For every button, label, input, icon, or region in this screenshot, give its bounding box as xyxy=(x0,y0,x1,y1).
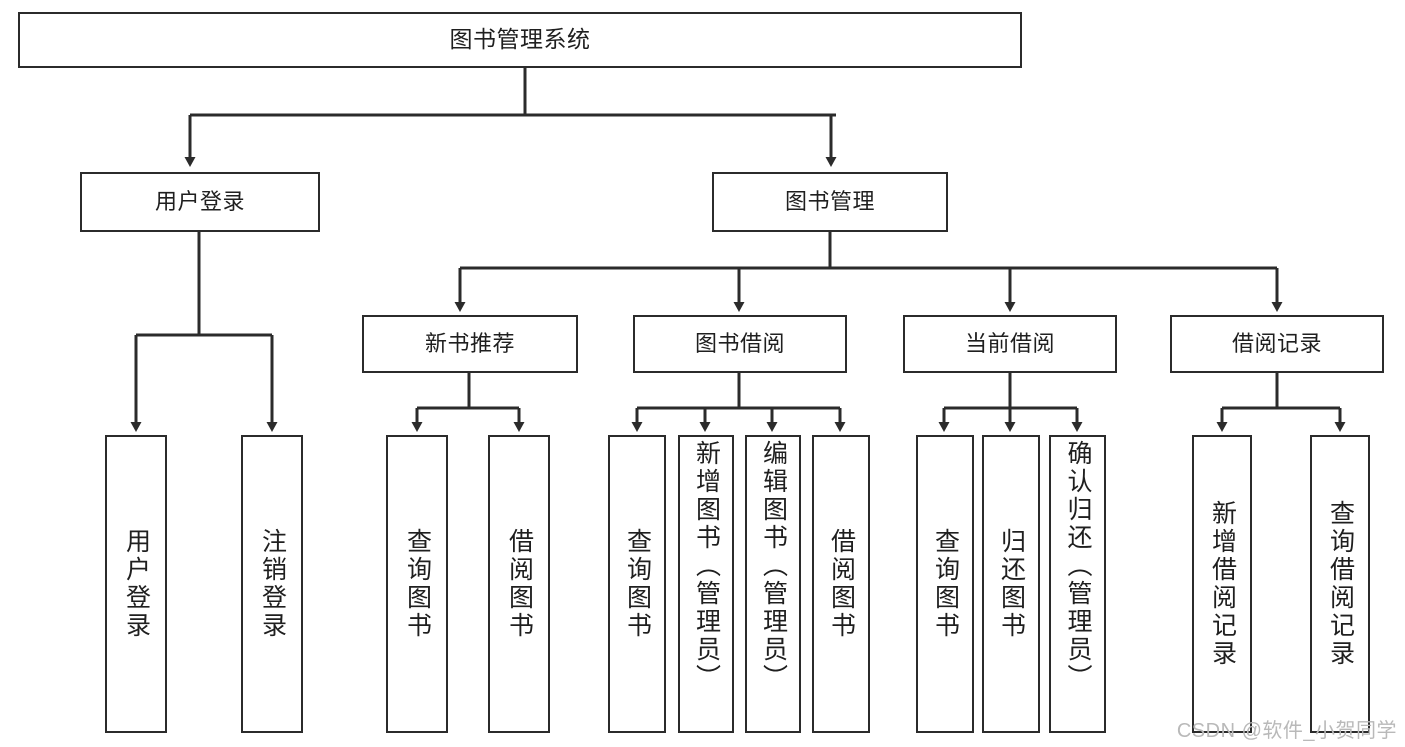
node-label: 新书推荐 xyxy=(424,331,515,357)
leaf-user-login[interactable]: 用户登录 xyxy=(105,435,167,733)
node-label: 图书借阅 xyxy=(694,331,785,357)
node-label: 图书管理 xyxy=(784,189,875,215)
leaf-query-book-borrow[interactable]: 查询图书 xyxy=(608,435,666,733)
leaf-query-borrow-record[interactable]: 查询借阅记录 xyxy=(1310,435,1370,733)
leaf-return-book[interactable]: 归还图书 xyxy=(982,435,1040,733)
node-book-manage[interactable]: 图书管理 xyxy=(712,172,948,232)
node-label: 新增借阅记录 xyxy=(1208,500,1237,668)
leaf-query-book-current[interactable]: 查询图书 xyxy=(916,435,974,733)
leaf-edit-book-admin[interactable]: 编辑图书（管理员） xyxy=(745,435,801,733)
node-user-login[interactable]: 用户登录 xyxy=(80,172,320,232)
node-label: 借阅图书 xyxy=(505,528,534,640)
leaf-add-borrow-record[interactable]: 新增借阅记录 xyxy=(1192,435,1252,733)
node-label: 查询图书 xyxy=(623,528,652,640)
node-label: 当前借阅 xyxy=(964,331,1055,357)
node-label: 借阅记录 xyxy=(1231,331,1322,357)
csdn-watermark: CSDN @软件_小贺同学 xyxy=(1176,720,1397,742)
node-label: 用户登录 xyxy=(154,189,245,215)
node-label: 编辑图书（管理员） xyxy=(759,440,788,692)
leaf-borrow-book-recommend[interactable]: 借阅图书 xyxy=(488,435,550,733)
leaf-confirm-return-admin[interactable]: 确认归还（管理员） xyxy=(1049,435,1106,733)
node-label: 用户登录 xyxy=(122,528,151,640)
node-current-borrow[interactable]: 当前借阅 xyxy=(903,315,1117,373)
node-label: 图书管理系统 xyxy=(449,26,591,53)
leaf-add-book-admin[interactable]: 新增图书（管理员） xyxy=(678,435,734,733)
node-label: 查询图书 xyxy=(403,528,432,640)
leaf-logout[interactable]: 注销登录 xyxy=(241,435,303,733)
node-label: 注销登录 xyxy=(258,528,287,640)
node-label: 查询图书 xyxy=(931,528,960,640)
node-new-book-recommend[interactable]: 新书推荐 xyxy=(362,315,578,373)
node-book-borrow[interactable]: 图书借阅 xyxy=(633,315,847,373)
node-label: 确认归还（管理员） xyxy=(1064,440,1092,692)
leaf-query-book-recommend[interactable]: 查询图书 xyxy=(386,435,448,733)
node-root-system[interactable]: 图书管理系统 xyxy=(18,12,1022,68)
node-label: 借阅图书 xyxy=(827,528,856,640)
node-label: 新增图书（管理员） xyxy=(692,440,721,692)
node-label: 查询借阅记录 xyxy=(1326,500,1355,668)
node-label: 归还图书 xyxy=(997,528,1026,640)
node-borrow-record[interactable]: 借阅记录 xyxy=(1170,315,1384,373)
leaf-borrow-book[interactable]: 借阅图书 xyxy=(812,435,870,733)
